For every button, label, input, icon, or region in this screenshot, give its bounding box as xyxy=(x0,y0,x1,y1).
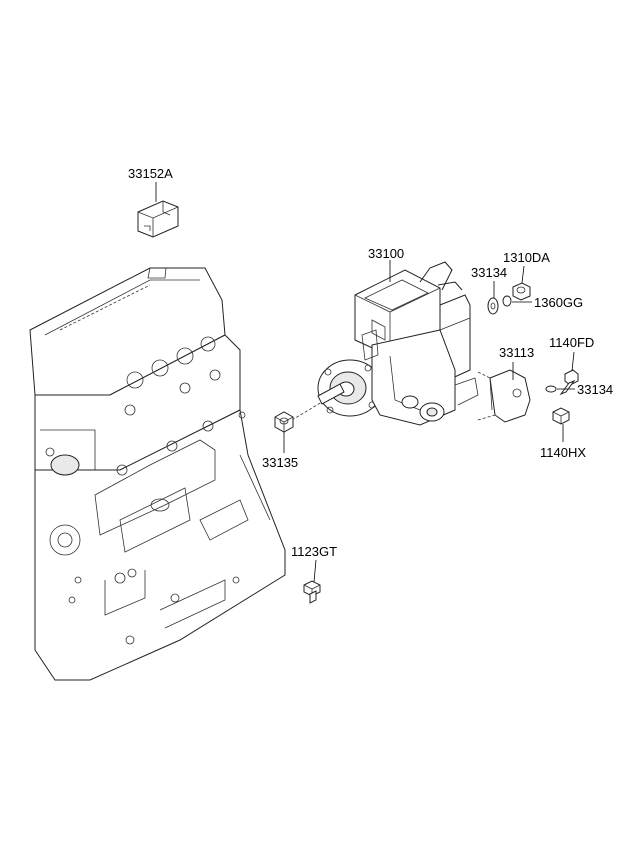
engine-block xyxy=(29,267,286,681)
label-33100: 33100 xyxy=(368,246,404,261)
label-1123GT: 1123GT xyxy=(291,544,337,559)
bolt-1140HX[interactable] xyxy=(552,407,570,425)
bolt-1123GT[interactable] xyxy=(303,580,321,604)
bolt-1140FD[interactable] xyxy=(559,369,579,396)
washer-1360GG[interactable] xyxy=(502,295,512,307)
label-1140HX: 1140HX xyxy=(540,445,586,460)
pump-bracket[interactable] xyxy=(489,369,531,423)
leader-1310DA xyxy=(521,265,525,284)
label-1360GG: 1360GG xyxy=(534,295,583,310)
injection-pump[interactable] xyxy=(317,261,479,426)
label-1140FD: 1140FD xyxy=(549,335,594,350)
washer-33134-side[interactable] xyxy=(545,385,557,393)
relay-box-part[interactable] xyxy=(137,200,179,238)
label-1310DA: 1310DA xyxy=(503,250,550,265)
label-33134-top: 33134 xyxy=(471,265,507,280)
nut-33135[interactable] xyxy=(274,411,294,433)
label-33152A: 33152A xyxy=(128,166,173,181)
label-33134-side: 33134 xyxy=(577,382,613,397)
label-33113: 33113 xyxy=(499,345,534,360)
leader-1123GT xyxy=(313,559,317,583)
washer-33134-top[interactable] xyxy=(487,297,499,315)
label-33135: 33135 xyxy=(262,455,298,470)
nut-1310DA[interactable] xyxy=(512,282,531,301)
centerline-33135 xyxy=(291,401,323,421)
bracket-guide xyxy=(477,371,496,421)
leader-1140FD xyxy=(571,351,575,372)
